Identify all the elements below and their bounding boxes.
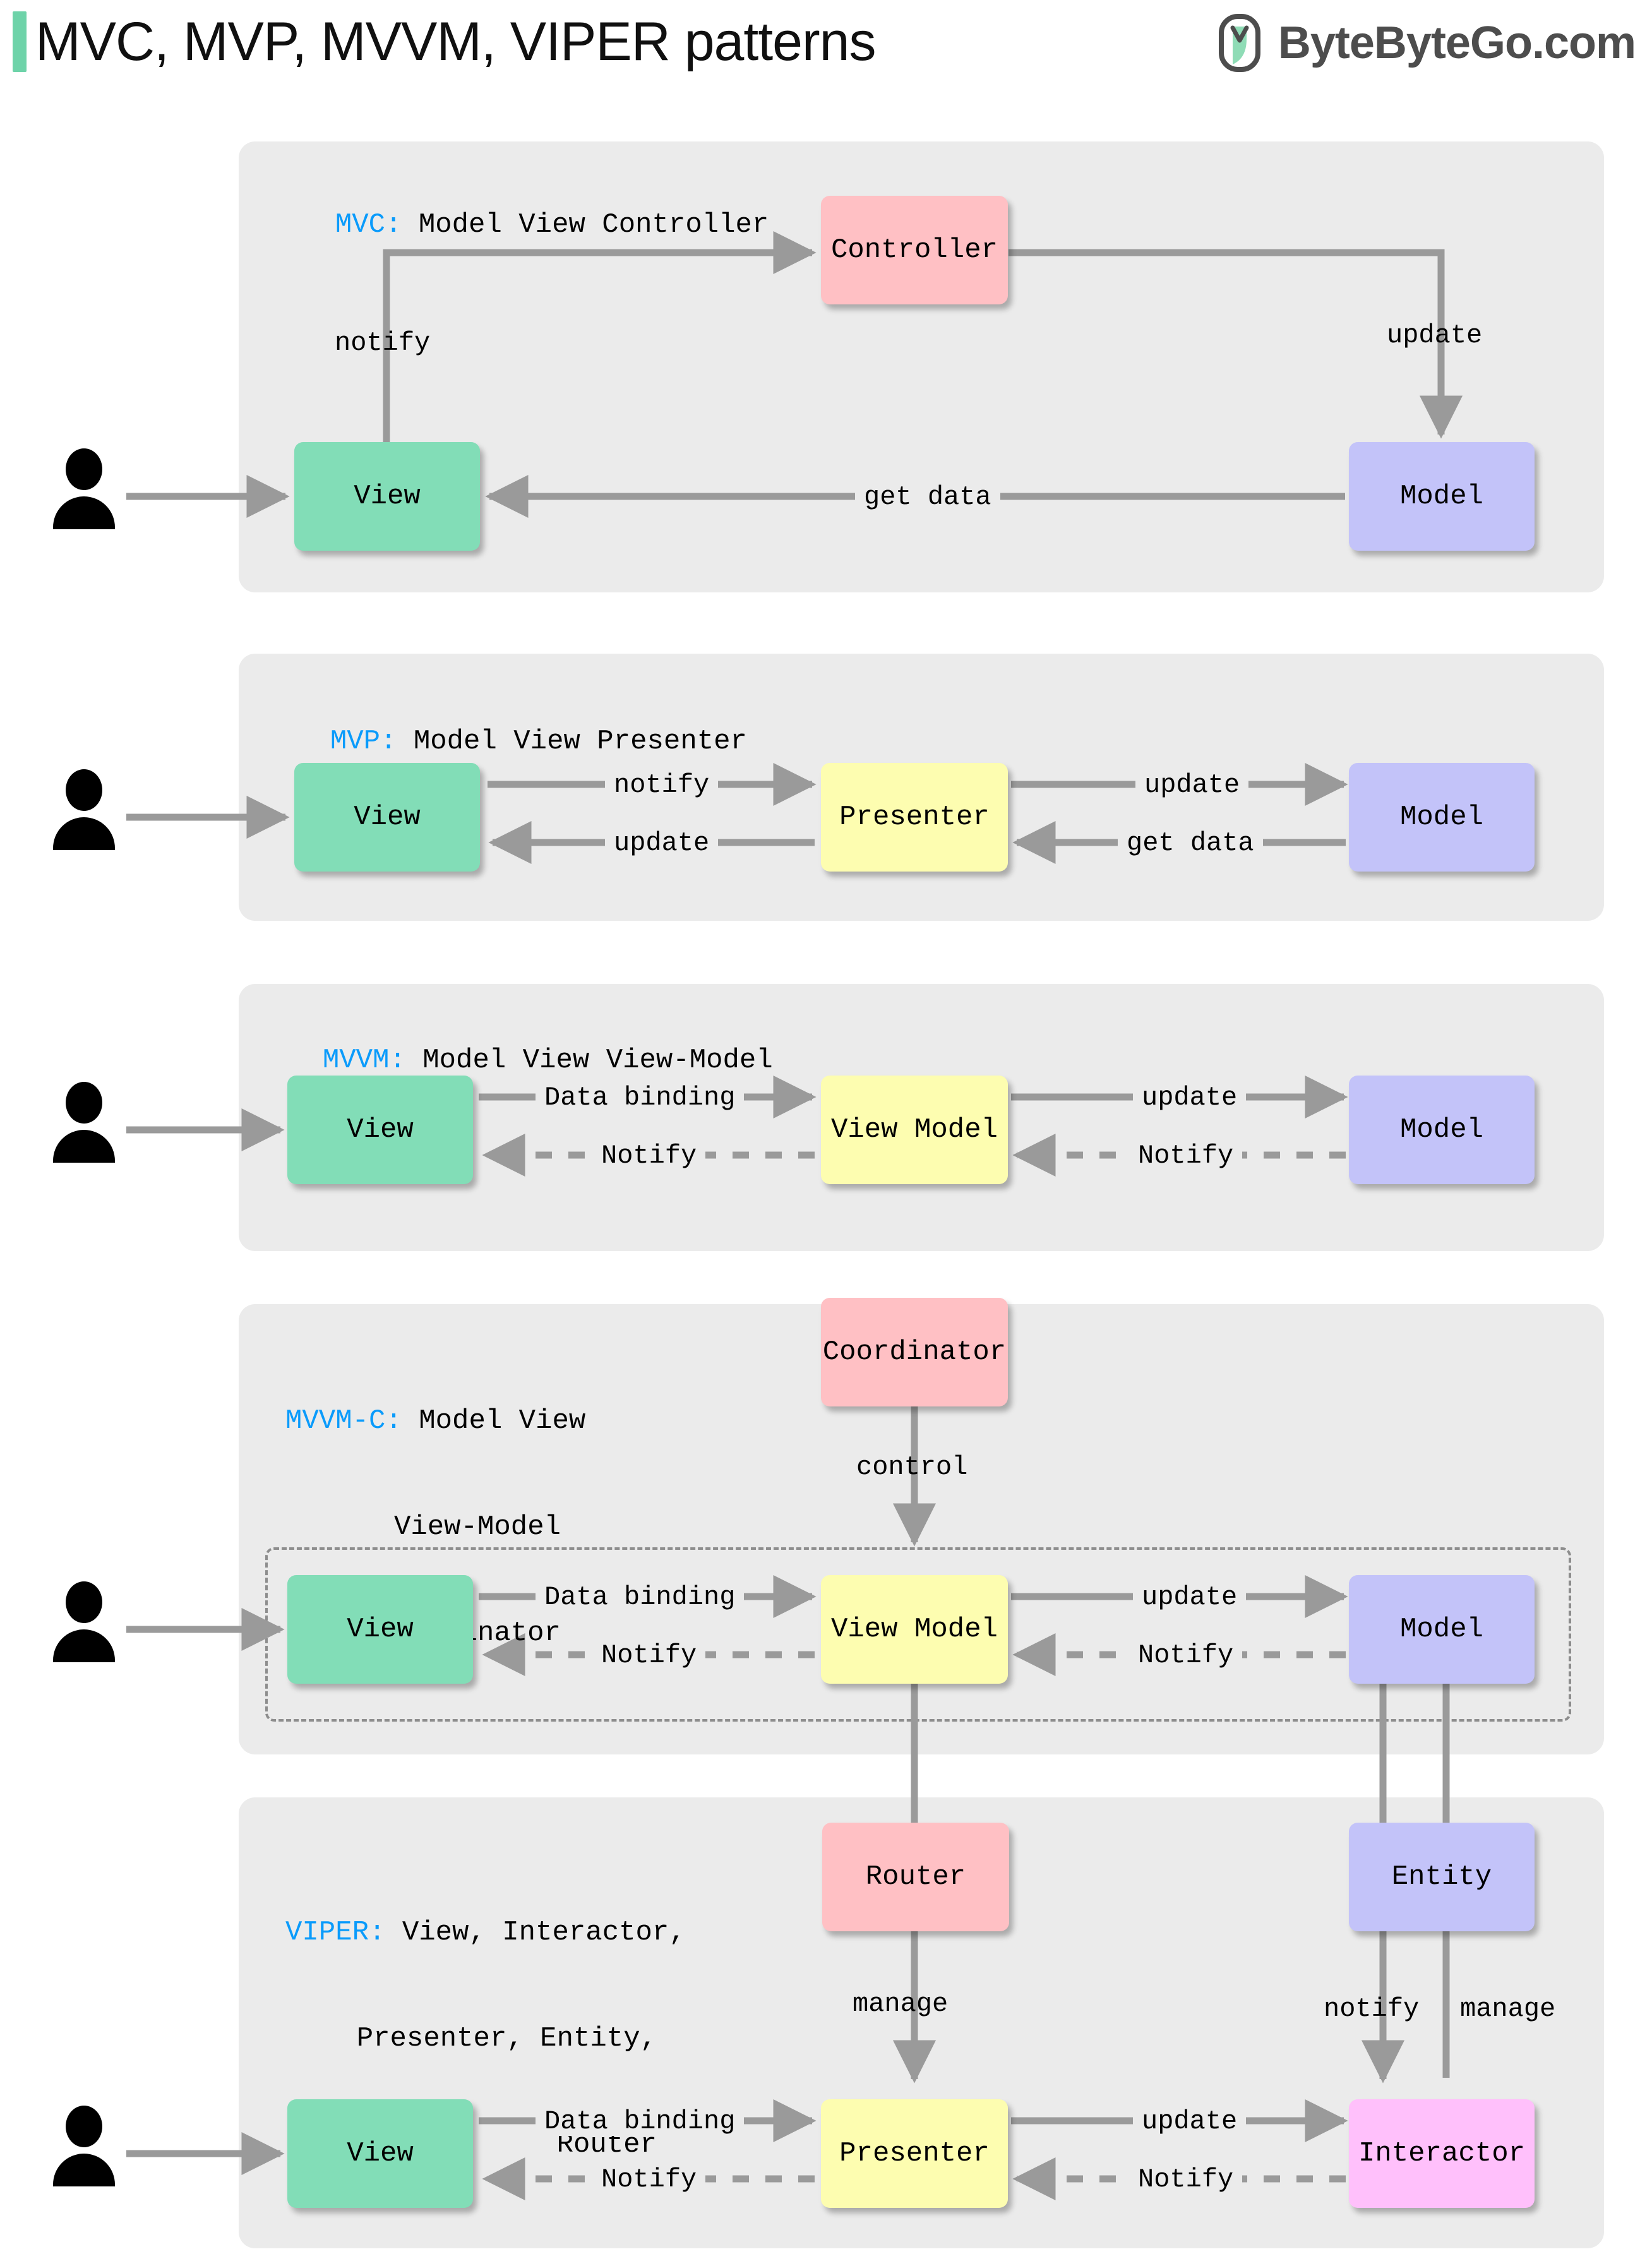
actor-body-icon [53,1629,115,1662]
section-title-line: MVVM-C: Model View [285,1405,586,1437]
section-title-viper: VIPER: View, Interactor, Presenter, Enti… [285,1844,686,2198]
actor-head-icon [66,2106,102,2147]
node-presenter[interactable]: Presenter [821,2099,1008,2208]
edge-label-manage: manage [853,1989,949,2019]
section-key-viper: VIPER: [285,1917,386,1948]
edge-label-control: control [856,1452,968,1482]
node-view[interactable]: View [287,2099,473,2208]
edge-label-notify: Notify [1129,2165,1243,2194]
node-entity[interactable]: Entity [1349,1823,1535,1931]
section-title-text-mvp: Model View Presenter [413,726,747,757]
edge-label-manage: manage [1460,1994,1556,2024]
edge-label-get-data: get data [1118,829,1263,858]
brand-logo: ByteByteGo.com [1218,14,1636,72]
edge-label-notify: Notify [592,1141,706,1170]
edge-label-update: update [1133,1583,1247,1612]
section-title-mvvm: MVVM: Model View View-Model [289,1007,773,1078]
user-actor [53,2106,115,2186]
edge-label-update: update [1133,2107,1247,2136]
bytebytego-logo-icon [1218,14,1260,72]
section-title-text-mvc: Model View Controller [418,209,769,241]
node-router[interactable]: Router [822,1823,1009,1931]
user-actor [53,448,115,529]
node-presenter[interactable]: Presenter [821,763,1008,872]
node-view[interactable]: View [294,763,480,872]
node-model[interactable]: Model [1349,763,1535,872]
node-view-model[interactable]: View Model [821,1575,1008,1684]
edge-label-data-binding: Data binding [536,1583,745,1612]
edge-label-get-data: get data [855,483,1000,512]
section-key-mvp: MVP: [330,726,397,757]
section-title-line: VIPER: View, Interactor, [285,1917,686,1948]
edge-label-notify: Notify [592,2165,706,2194]
section-key-mvvmc: MVVM-C: [285,1405,402,1437]
section-title-mvp: MVP: Model View Presenter [297,688,747,759]
node-model[interactable]: Model [1349,1575,1535,1684]
edge-label-notify: notify [1324,1994,1420,2024]
section-key-mvvm: MVVM: [322,1045,406,1076]
edge-label-data-binding: Data binding [536,1083,745,1112]
actor-head-icon [66,1581,102,1623]
actor-body-icon [53,817,115,850]
edge-label-update: update [1135,770,1249,800]
edge-label-notify: Notify [1129,1141,1243,1170]
user-actor [53,1581,115,1662]
page-title: MVC, MVP, MVVM, VIPER patterns [35,11,876,72]
node-model[interactable]: Model [1349,442,1535,551]
actor-head-icon [66,448,102,490]
edge-label-update: update [1133,1083,1247,1112]
node-coordinator[interactable]: Coordinator [821,1298,1008,1406]
actor-body-icon [53,496,115,529]
edge-label-notify: notify [605,770,719,800]
actor-head-icon [66,1082,102,1124]
node-view[interactable]: View [287,1076,473,1184]
section-title-line: View-Model [393,1511,561,1543]
node-view[interactable]: View [287,1575,473,1684]
brand-name: ByteByteGo.com [1278,18,1636,68]
node-view[interactable]: View [294,442,480,551]
user-actor [53,1082,115,1163]
section-title-mvc: MVC: Model View Controller [302,172,769,243]
edge-label-data-binding: Data binding [536,2107,745,2136]
actor-body-icon [53,2154,115,2186]
section-title-text-mvvm: Model View View-Model [422,1045,773,1076]
section-key-mvc: MVC: [335,209,402,241]
node-view-model[interactable]: View Model [821,1076,1008,1184]
title-accent-bar [13,11,27,72]
actor-head-icon [66,769,102,811]
node-model[interactable]: Model [1349,1076,1535,1184]
actor-body-icon [53,1130,115,1163]
node-controller[interactable]: Controller [821,196,1008,304]
edge-label-update: update [605,829,719,858]
edge-label-notify: notify [335,328,431,358]
user-actor [53,769,115,850]
page-header: MVC, MVP, MVVM, VIPER patterns ByteByteG… [0,0,1652,95]
section-title-line: Presenter, Entity, [356,2023,657,2054]
edge-label-update: update [1387,320,1483,351]
edge-label-notify: Notify [592,1641,706,1670]
node-interactor[interactable]: Interactor [1349,2099,1535,2208]
edge-label-notify: Notify [1129,1641,1243,1670]
